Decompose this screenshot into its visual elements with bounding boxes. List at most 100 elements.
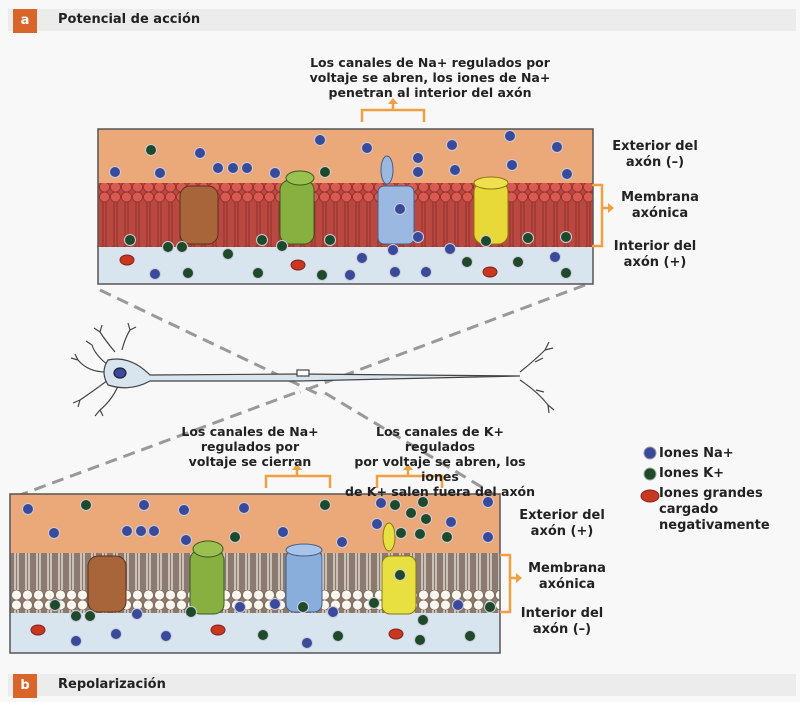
potassium-ion <box>512 256 524 268</box>
potassium-ion <box>484 601 496 613</box>
sodium-ion <box>336 536 348 548</box>
potassium-ion <box>70 610 82 622</box>
sodium-ion <box>269 167 281 179</box>
section-badge-b: b <box>13 674 37 698</box>
sodium-ion <box>314 134 326 146</box>
lipid-bilayer-a <box>98 183 593 247</box>
negative-ion <box>119 254 135 266</box>
sodium-ion <box>561 168 573 180</box>
sodium-ion <box>371 518 383 530</box>
channel-green-a <box>279 170 315 245</box>
zoom-line-b-left <box>19 391 296 497</box>
sodium-ion <box>135 525 147 537</box>
legend-item-sodium: Iones Na+ <box>659 446 734 461</box>
sodium-ion <box>344 269 356 281</box>
bracket-annotation-a <box>360 102 426 122</box>
sodium-ion <box>549 251 561 263</box>
potassium-ion <box>420 513 432 525</box>
sodium-ion <box>551 141 563 153</box>
negative-ion <box>30 624 46 636</box>
potassium-ion <box>252 267 264 279</box>
bracket-membrane-a <box>592 183 610 248</box>
sodium-ion <box>356 252 368 264</box>
sodium-ion <box>160 630 172 642</box>
sodium-ion <box>361 142 373 154</box>
sodium-ion <box>482 496 494 508</box>
potassium-ion <box>395 527 407 539</box>
zoom-line-b-right <box>324 391 496 497</box>
legend-item-potassium: Iones K+ <box>659 466 725 481</box>
channel-blue-a <box>377 155 415 245</box>
sodium-ion <box>412 152 424 164</box>
sodium-ion <box>449 164 461 176</box>
potassium-ion <box>480 235 492 247</box>
potassium-ion <box>297 601 309 613</box>
sodium-ion <box>389 266 401 278</box>
sodium-ion <box>327 606 339 618</box>
channel-yellow-b <box>381 522 417 615</box>
sodium-ion <box>48 527 60 539</box>
section-title-b: Repolarización <box>58 677 166 692</box>
neuron-illustration <box>70 322 555 417</box>
bracket-annotation-b-na <box>264 468 332 488</box>
potassium-ion <box>276 240 288 252</box>
negative-ion <box>210 624 226 636</box>
potassium-ion <box>560 231 572 243</box>
lipid-bilayer-b <box>10 553 500 613</box>
zoom-line-a-left <box>99 288 321 397</box>
section-badge-a: a <box>13 9 37 33</box>
potassium-ion <box>464 630 476 642</box>
sodium-ion <box>149 268 161 280</box>
channel-brown-a <box>179 185 219 245</box>
potassium-ion <box>417 496 429 508</box>
sodium-ion <box>482 531 494 543</box>
potassium-ion <box>124 234 136 246</box>
sodium-ion <box>121 525 133 537</box>
sodium-ion <box>445 516 457 528</box>
potassium-ion <box>394 569 406 581</box>
negative-ion-icon <box>640 489 660 503</box>
sodium-ion <box>180 534 192 546</box>
sodium-ion <box>178 504 190 516</box>
sodium-ion <box>375 497 387 509</box>
sodium-ion <box>110 628 122 640</box>
sodium-ion <box>420 266 432 278</box>
potassium-ion <box>414 634 426 646</box>
potassium-ion <box>461 256 473 268</box>
potassium-ion <box>560 267 572 279</box>
sodium-ion <box>277 526 289 538</box>
channel-green-b <box>189 540 225 615</box>
sodium-ion <box>412 231 424 243</box>
potassium-ion <box>229 531 241 543</box>
potassium-ion <box>319 166 331 178</box>
potassium-ion <box>257 629 269 641</box>
sodium-ion <box>234 601 246 613</box>
section-title-a: Potencial de acción <box>58 12 201 27</box>
potassium-ion <box>389 499 401 511</box>
sodium-ion <box>301 637 313 649</box>
sodium-ion <box>194 147 206 159</box>
sodium-ion <box>138 499 150 511</box>
sodium-ion <box>131 608 143 620</box>
channel-blue-b <box>285 543 323 613</box>
negative-ion <box>388 628 404 640</box>
sodium-ion <box>444 243 456 255</box>
membrane-panel-a <box>97 128 594 285</box>
sodium-ion <box>109 166 121 178</box>
potassium-ion <box>222 248 234 260</box>
sodium-ion <box>446 139 458 151</box>
potassium-ion <box>332 630 344 642</box>
sodium-ion <box>269 598 281 610</box>
sodium-ion <box>212 162 224 174</box>
potassium-ion <box>368 597 380 609</box>
sodium-ion <box>506 159 518 171</box>
sodium-ion <box>387 244 399 256</box>
sodium-ion <box>227 162 239 174</box>
sodium-ion <box>394 203 406 215</box>
